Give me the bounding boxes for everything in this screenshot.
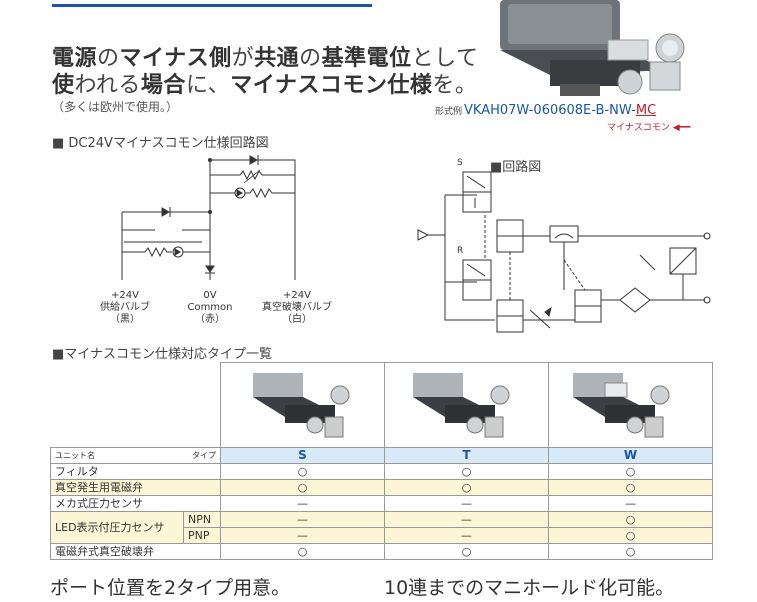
minus-common-label: マイナスコモン <box>607 123 670 133</box>
cell-mark: ○ <box>220 478 385 496</box>
pneumatic-circuit-diagram <box>417 171 711 333</box>
table-image-row <box>50 362 713 448</box>
model-suffix-label: マイナスコモン ◀━━ <box>607 120 690 133</box>
table-header-row: ユニット名 タイプ S T W <box>50 446 713 464</box>
label-vacuum-break-valve: +24V 真空破壊バルブ （白） <box>252 290 342 326</box>
headline-segment: マイナス側 <box>119 46 232 71</box>
product-photo-main <box>500 0 685 96</box>
cell-mark: — <box>384 526 549 544</box>
headline-segment: 基準電位 <box>321 46 412 71</box>
table-row: 真空発生用電磁弁 ○ ○ ○ <box>50 478 713 496</box>
cell-mark: ○ <box>384 478 549 496</box>
label-common: 0V Common （赤） <box>175 290 245 326</box>
cell-mark: ○ <box>220 462 385 480</box>
headline-segment: 使 <box>52 73 75 98</box>
label-break-name: 真空破壊バルブ <box>262 302 332 313</box>
table-row: フィルタ ○ ○ ○ <box>50 462 713 480</box>
cell-mark: ○ <box>548 526 713 544</box>
headline-segment: 電源 <box>52 46 98 71</box>
mark-r: R <box>457 246 464 256</box>
row-label: フィルタ <box>50 462 221 480</box>
arrow-left-icon: ◀━━ <box>672 123 691 133</box>
label-supply-valve: +24V 供給バルブ （黒） <box>90 290 160 326</box>
label-break-color: （白） <box>282 314 312 325</box>
headline-line-2: 使われる場合に、マイナスコモン仕様を。 <box>52 67 477 99</box>
headline-note: （多くは欧州で使用。） <box>52 100 179 114</box>
type-s-header: S <box>220 446 385 464</box>
table-row: メカ式圧力センサ — — — <box>50 494 713 512</box>
cell-mark: ○ <box>220 542 385 560</box>
headline-segment: の <box>299 46 322 71</box>
model-prefix: 形式例 <box>435 107 463 117</box>
model-suffix: MC <box>635 103 657 118</box>
row-sublabel: NPN <box>183 510 221 528</box>
bottom-feature-left: ポート位置を2タイプ用意。 <box>50 577 291 599</box>
type-spec-table: ユニット名 タイプ S T W フィルタ ○ ○ ○ 真空発生用電磁弁 ○ ○ … <box>50 362 713 560</box>
headline-segment: 共通 <box>254 46 300 71</box>
circuit-section-title: ■ DC24Vマイナスコモン仕様回路図 <box>52 136 269 151</box>
headline-line-1: 電源のマイナス側が共通の基準電位として <box>52 40 479 72</box>
label-supply-color: （黒） <box>110 314 140 325</box>
cell-mark: ○ <box>548 462 713 480</box>
row-label: メカ式圧力センサ <box>50 494 221 512</box>
table-section-title: ■マイナスコモン仕様対応タイプ一覧 <box>52 347 273 362</box>
image-cell-s <box>220 362 385 448</box>
cell-mark: ○ <box>548 510 713 528</box>
cell-mark: — <box>220 526 385 544</box>
headline-segment: を。 <box>432 73 478 98</box>
headline-segment: として <box>411 46 479 71</box>
cell-mark: ○ <box>548 542 713 560</box>
bottom-feature-right: 10連までのマニホールド化可能。 <box>384 577 675 599</box>
cell-mark: ○ <box>384 542 549 560</box>
cell-mark: — <box>220 494 385 512</box>
headline-segment: が <box>231 46 255 71</box>
cell-mark: — <box>384 494 549 512</box>
pneumatic-section-title: ■回路図 <box>490 160 542 175</box>
headline-segment: の <box>97 46 120 71</box>
row-sublabel: PNP <box>183 526 221 544</box>
image-cell-w <box>548 362 713 448</box>
row-label: LED表示付圧力センサ <box>50 510 184 544</box>
headline-segment: われる <box>74 73 141 98</box>
table-row: 電磁弁式真空破壊弁 ○ ○ ○ <box>50 542 713 560</box>
header-type: タイプ <box>192 450 216 460</box>
cell-mark: — <box>220 510 385 528</box>
type-t-header: T <box>384 446 549 464</box>
type-w-header: W <box>548 446 713 464</box>
cell-mark: ○ <box>384 462 549 480</box>
model-code: VKAH07W-060608E-B-NW- <box>464 103 636 118</box>
top-cropped-heading <box>52 0 372 7</box>
mark-s: S <box>457 158 463 168</box>
row-label: 電磁弁式真空破壊弁 <box>50 542 221 560</box>
cell-mark: ○ <box>548 478 713 496</box>
header-unit-name: ユニット名 <box>55 450 95 460</box>
headline-segment: 場合 <box>140 73 186 98</box>
label-common-name: Common <box>187 302 233 313</box>
header-cell-unit-type: ユニット名 タイプ <box>50 446 221 464</box>
label-break-voltage: +24V <box>283 290 311 301</box>
label-common-voltage: 0V <box>203 290 217 301</box>
table-corner <box>50 362 221 448</box>
label-supply-voltage: +24V <box>111 290 139 301</box>
label-supply-name: 供給バルブ <box>100 302 150 313</box>
headline-segment: に、 <box>185 73 231 98</box>
cell-mark: — <box>384 510 549 528</box>
label-common-color: （赤） <box>195 314 225 325</box>
cell-mark: — <box>548 494 713 512</box>
row-label: 真空発生用電磁弁 <box>50 478 221 496</box>
image-cell-t <box>384 362 549 448</box>
headline-segment: マイナスコモン仕様 <box>230 73 433 98</box>
table-row: LED表示付圧力センサ NPN — — ○ <box>50 510 713 544</box>
electrical-circuit-diagram <box>121 155 296 280</box>
